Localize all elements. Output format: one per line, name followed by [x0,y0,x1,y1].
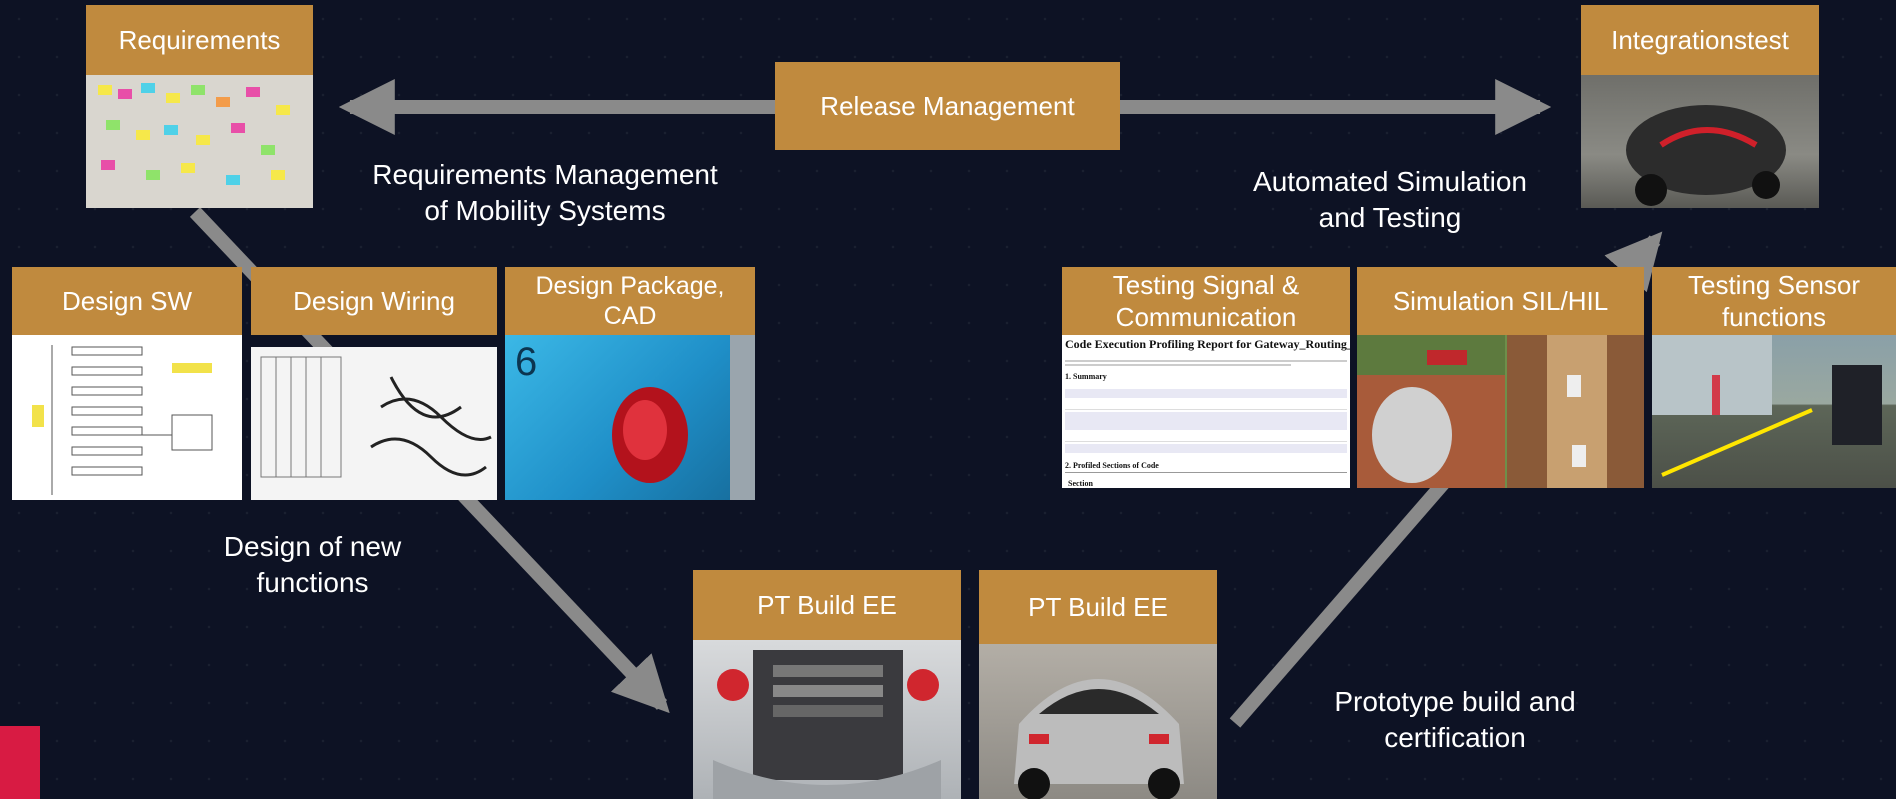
svg-text:6: 6 [515,340,537,384]
caption-line: of Mobility Systems [424,195,666,226]
testing-sensor-box: Testing Sensor functions [1652,267,1896,335]
caption-line: Requirements Management [372,159,718,190]
integrationstest-image [1581,75,1819,208]
design-package-image: 6 [505,335,755,500]
requirements-box: Requirements [86,5,313,75]
caption-line: functions [256,567,369,598]
caption-design-new-functions: Design of new functions [180,529,445,601]
caption-line: Automated Simulation [1253,166,1527,197]
report-summary: 1. Summary [1065,372,1107,381]
requirements-image [86,75,313,208]
design-package-box: Design Package, CAD [505,267,755,335]
design-wiring-box: Design Wiring [251,267,497,335]
design-sw-image [12,335,242,500]
pt-build-ee-2-image [979,644,1217,799]
simulation-image [1357,335,1644,488]
report-title: Code Execution Profiling Report for Gate… [1065,337,1350,351]
testing-sensor-image [1652,335,1896,488]
simulation-box: Simulation SIL/HIL [1357,267,1644,335]
testing-signal-box: Testing Signal & Communication [1062,267,1350,335]
report-section-header: Section [1065,472,1347,488]
pt-build-ee-1-image [693,640,961,799]
pt-build-ee-2-box: PT Build EE [979,570,1217,644]
release-management-box: Release Management [775,62,1120,150]
pt-build-ee-1-box: PT Build EE [693,570,961,640]
integrationstest-box: Integrationstest [1581,5,1819,75]
accent-block [0,726,40,799]
caption-automated-simulation: Automated Simulation and Testing [1230,164,1550,236]
caption-line: Design of new [223,531,402,562]
testing-signal-image: Code Execution Profiling Report for Gate… [1062,335,1350,488]
report-profiled: 2. Profiled Sections of Code [1065,461,1159,470]
caption-line: Prototype build and [1334,686,1576,717]
caption-line: and Testing [1318,202,1462,233]
design-sw-box: Design SW [12,267,242,335]
caption-line: certification [1384,722,1526,753]
caption-requirements-management: Requirements Management of Mobility Syst… [345,157,745,229]
caption-prototype-build: Prototype build and certification [1290,684,1620,756]
design-wiring-image [251,347,497,500]
